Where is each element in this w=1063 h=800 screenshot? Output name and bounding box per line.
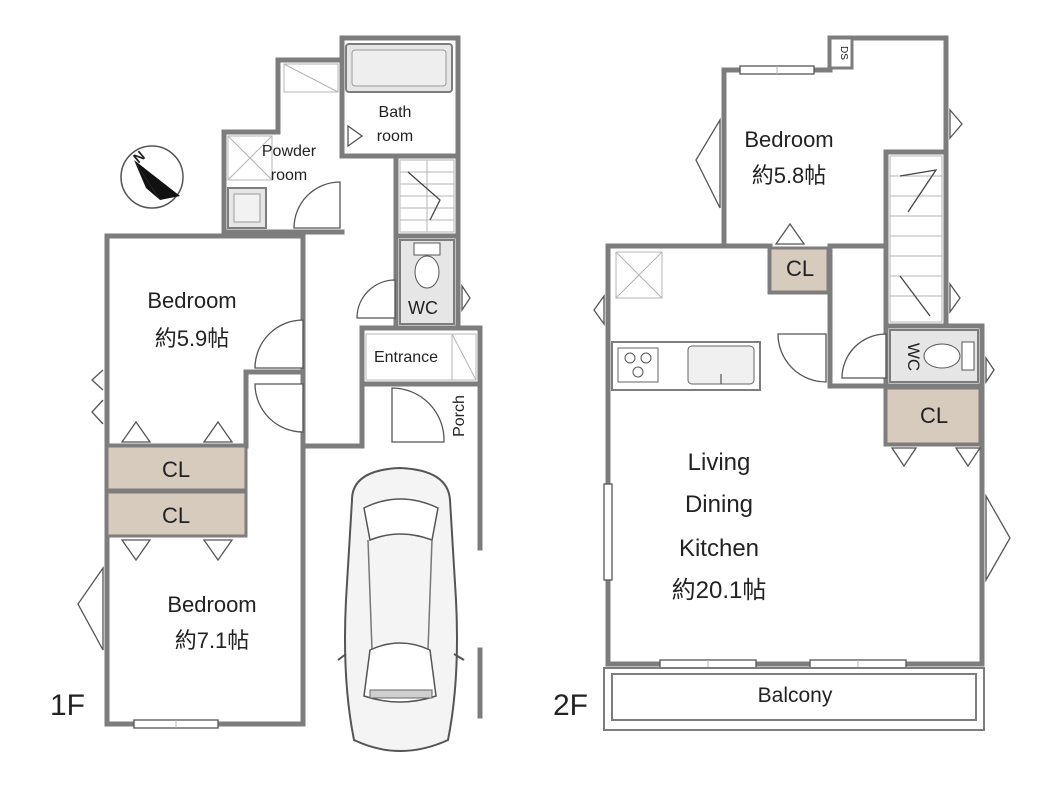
bedroom-2f-name: Bedroom: [744, 127, 833, 152]
entrance-label: Entrance: [374, 349, 438, 366]
balcony: [603, 667, 985, 731]
closet-1f-upper-label: CL: [162, 457, 190, 482]
closet-2f-bedroom-label: CL: [786, 256, 814, 281]
compass-icon: N: [120, 145, 184, 209]
closet-2f-bedroom: [768, 246, 830, 294]
powder-room-label-1: Powder: [262, 143, 317, 160]
toilet-2f: [889, 329, 979, 383]
second-floor-plan: DS CL CL: [553, 35, 1011, 731]
bedroom-2f-size: 約5.8帖: [752, 163, 827, 188]
bedroom-1f-a-size: 約5.9帖: [155, 326, 230, 351]
porch-label: Porch: [451, 395, 468, 437]
ldk-label-line2: Dining: [685, 491, 753, 518]
stairs-1f: [399, 159, 455, 233]
closet-2f-ldk-label: CL: [920, 403, 948, 428]
bedroom-1f-b-size: 約7.1帖: [175, 628, 250, 653]
ds-label: DS: [838, 46, 849, 60]
bathtub: [345, 43, 453, 93]
kitchen-fixtures: [611, 251, 761, 391]
ldk-label-line3: Kitchen: [679, 535, 759, 562]
stairs-2f: [889, 155, 943, 323]
closet-door-marks-1f: [120, 420, 234, 562]
toilet-1f: [399, 239, 455, 325]
windows-1f: [77, 124, 471, 729]
floor-label-2f: 2F: [553, 689, 588, 722]
ldk-size: 約20.1帖: [672, 577, 767, 604]
bath-room-label-1: Bath: [379, 104, 412, 121]
wc-1f-label: WC: [408, 298, 438, 318]
bedroom-1f-b-name: Bedroom: [167, 592, 256, 617]
entrance-storage: [365, 333, 477, 381]
first-floor-plan: CL CL: [50, 35, 483, 752]
ldk-label-line1: Living: [688, 449, 751, 476]
powder-room-label-2: room: [271, 167, 307, 184]
balcony-label: Balcony: [758, 684, 833, 707]
door-swings-1f: [254, 181, 445, 443]
closet-door-marks-2f: [774, 222, 982, 468]
closet-1f-lower: [105, 490, 248, 538]
closet-1f-lower-label: CL: [162, 503, 190, 528]
closet-2f-ldk: [884, 386, 982, 446]
bath-room-label-2: room: [377, 128, 413, 145]
door-swings-2f: [777, 333, 887, 383]
floor-label-1f: 1F: [50, 689, 85, 722]
closet-1f-upper: [105, 444, 248, 492]
bedroom-1f-a-name: Bedroom: [147, 288, 236, 313]
ds-box: [828, 36, 854, 70]
wc-2f-label: WC: [904, 343, 923, 371]
windows-2f: [593, 65, 1011, 669]
powder-room-fixtures: [227, 63, 339, 229]
car-icon: [337, 466, 465, 752]
